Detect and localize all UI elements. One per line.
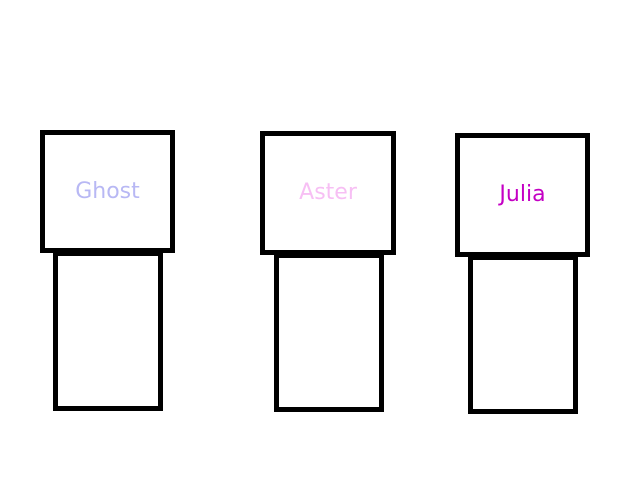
character-aster-name: Aster bbox=[299, 180, 357, 205]
character-julia-head[interactable]: Julia bbox=[455, 133, 590, 257]
character-aster-head[interactable]: Aster bbox=[260, 131, 396, 255]
character-ghost-name: Ghost bbox=[75, 178, 140, 204]
character-aster-body[interactable] bbox=[274, 253, 384, 412]
character-julia-name: Julia bbox=[499, 182, 546, 207]
character-julia-body[interactable] bbox=[468, 255, 578, 414]
character-ghost-head[interactable]: Ghost bbox=[40, 130, 175, 253]
character-ghost-body[interactable] bbox=[53, 251, 163, 411]
